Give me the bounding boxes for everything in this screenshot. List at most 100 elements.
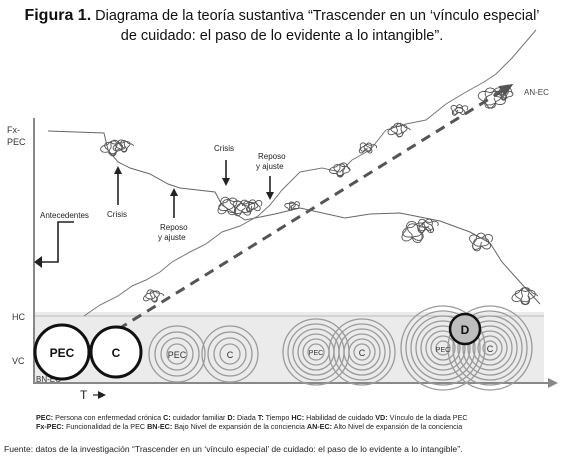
loop-scribble-14: [142, 289, 165, 303]
rings4a-ring-5: [410, 315, 476, 381]
loop-scribble-4: [243, 199, 263, 213]
loop-scribble-1: [112, 139, 135, 153]
legend-row2-text-0: Funcionalidad de la PEC: [63, 422, 148, 431]
annotation-antecedentes: Antecedentes: [40, 211, 89, 220]
legend-row2-text-1: Bajo Nivel de expansión de la conciencia: [172, 422, 307, 431]
d-circle: [448, 312, 482, 346]
rings3b-ring-2: [343, 333, 381, 371]
legend-row1-key-3: T:: [257, 413, 264, 422]
y-axis-label-line2: PEC: [7, 137, 26, 147]
figure-title-line2: de cuidado: el paso de lo evidente a lo …: [120, 28, 444, 44]
rings4b-ring-5: [457, 315, 523, 381]
c-rings-stage-4: [447, 305, 533, 391]
annotation-crisis-1: Crisis: [107, 210, 127, 219]
an-ec-label: AN-EC: [524, 88, 549, 97]
legend-row1-text-4: Habilidad de cuidado: [304, 413, 376, 422]
antecedentes-bracket: [40, 221, 74, 263]
source-note: Fuente: datos de la investigación “Trasc…: [4, 444, 463, 454]
c-label-stage-2: C: [227, 350, 234, 360]
rings4b-ring-0: [482, 340, 498, 356]
antecedentes-arrowhead: [34, 256, 42, 268]
c-circle-stage-1: [89, 325, 143, 379]
dyad-stage-1: PEC C: [33, 323, 143, 381]
x-axis-arrow: [548, 378, 558, 388]
loop-scribble-15: [358, 142, 378, 154]
annotation-reposo-1-line2: y ajuste: [158, 233, 186, 242]
consciousness-expansion-arrow: [45, 83, 514, 376]
rings3b-ring-3: [338, 328, 386, 376]
rings4b-ring-2: [472, 330, 508, 366]
figure-label: Figura 1.: [24, 7, 92, 24]
bn-ec-label: BN-EC: [36, 375, 61, 384]
pec-rings-stage-2: [148, 325, 206, 383]
loop-scribble-16: [450, 104, 469, 116]
loop-scribble-8: [401, 220, 432, 244]
loop-scribble-7: [387, 122, 411, 138]
dyad-stage-4: D PEC C: [400, 305, 533, 391]
loop-scribble-11: [477, 87, 507, 109]
rings4a-ring-7: [400, 305, 486, 391]
c-label-stage-1: C: [112, 346, 121, 360]
figure-title-line1: Diagrama de la teoría sustantiva “Trasce…: [95, 8, 540, 24]
rings2b-ring-3: [201, 325, 259, 383]
pec-label-stage-3: PEC: [309, 350, 323, 357]
annotation-reposo-2-line1: Reposo: [258, 152, 286, 161]
legend-row1-key-5: VD:: [375, 413, 388, 422]
rings4a-ring-0: [435, 340, 451, 356]
pec-rings-stage-4: [400, 305, 486, 391]
hc-label: HC: [12, 312, 25, 322]
rings4b-ring-6: [452, 310, 528, 386]
rings4b-ring-7: [447, 305, 533, 391]
y-axis-label-line1: Fx-: [7, 125, 20, 135]
rings3b-ring-1: [348, 338, 376, 366]
loop-scribble-3: [233, 199, 256, 217]
annotation-reposo-1-line1: Reposo: [160, 223, 188, 232]
trajectory-line: [83, 29, 537, 317]
pec-label-stage-2: PEC: [168, 350, 187, 360]
rings3b-ring-4: [333, 323, 391, 381]
loop-scribble-6: [329, 162, 351, 178]
loop-scribble-12: [494, 87, 514, 101]
loop-scribble-5: [284, 201, 301, 211]
loop-scribble-9: [417, 218, 439, 234]
rings2b-ring-1: [213, 337, 247, 371]
c-rings-stage-3: [328, 318, 396, 386]
vc-label: VC: [12, 356, 25, 366]
legend-row1-text-0: Persona con enfermedad crónica: [53, 413, 164, 422]
rings4a-ring-3: [420, 325, 466, 371]
legend-row1-text-2: Diada: [234, 413, 258, 422]
loop-scribbles: [100, 87, 539, 306]
legend-row2-key-1: BN-EC:: [147, 422, 173, 431]
rings4a-ring-4: [415, 320, 471, 376]
rings4a-ring-2: [425, 330, 461, 366]
loop-scribble-10: [469, 232, 494, 252]
d-label: D: [461, 323, 470, 337]
rings2a-ring-2: [154, 331, 200, 377]
legend-row1-text-1: cuidador familiar: [170, 413, 228, 422]
rings2b-ring-2: [207, 331, 253, 377]
loop-scribble-13: [511, 287, 539, 306]
annotation-crisis-2: Crisis: [214, 144, 234, 153]
legend: PEC: Persona con enfermedad crónica C: c…: [36, 413, 556, 431]
rings4a-ring-1: [430, 335, 456, 361]
legend-row1-text-3: Tiempo: [263, 413, 292, 422]
rings3b-ring-5: [328, 318, 396, 386]
rings4b-ring-3: [467, 325, 513, 371]
legend-row2-key-0: Fx-PEC:: [36, 422, 64, 431]
legend-row-1: PEC: Persona con enfermedad crónica C: c…: [36, 413, 556, 422]
pec-circle-stage-1: [33, 323, 91, 381]
c-rings-stage-2: [201, 325, 259, 383]
loop-scribble-0: [100, 139, 125, 157]
rings2a-ring-3: [148, 325, 206, 383]
legend-row1-key-4: HC:: [291, 413, 305, 422]
c-label-stage-3: C: [359, 348, 366, 358]
legend-row1-key-2: D:: [227, 413, 235, 422]
legend-row2-key-2: AN-EC:: [306, 422, 333, 431]
legend-row1-key-1: C:: [163, 413, 171, 422]
rings4a-ring-6: [405, 310, 481, 386]
pec-label-stage-4: PEC: [436, 347, 450, 354]
rings3a-ring-0: [307, 343, 325, 361]
figure-title: Figura 1. Diagrama de la teoría sustanti…: [0, 6, 564, 46]
legend-row1-text-5: Vínculo de la diada PEC: [387, 413, 468, 422]
